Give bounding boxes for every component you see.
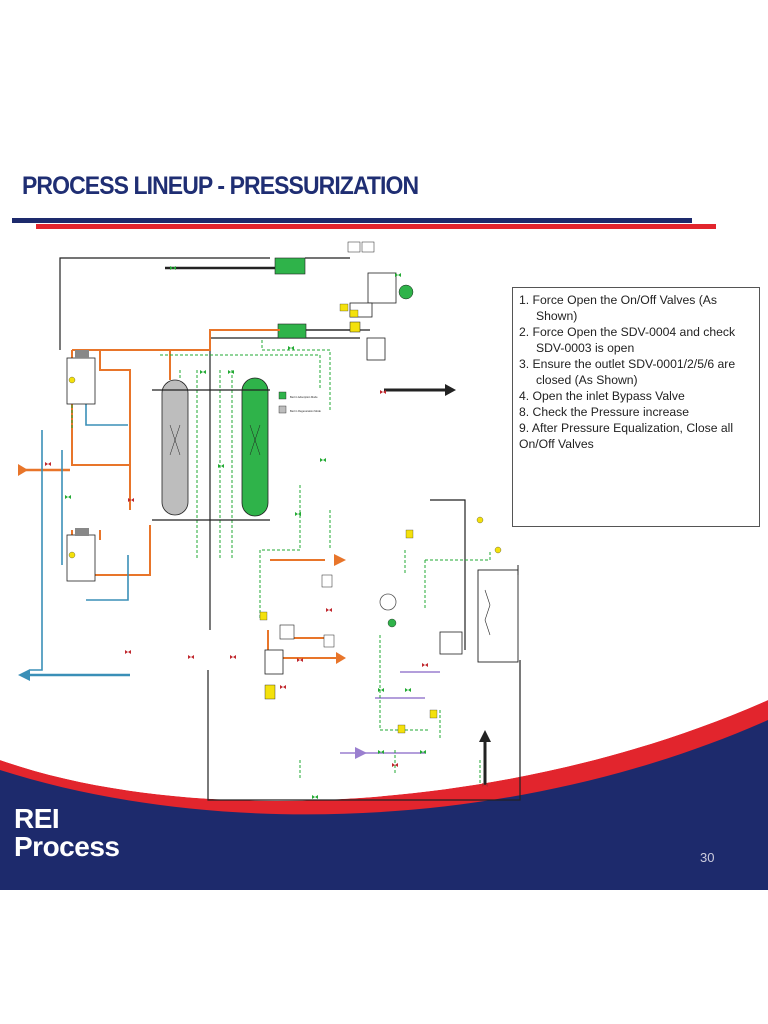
valves <box>45 266 488 799</box>
legend-swatch-regeneration <box>278 405 287 414</box>
dashed-lines <box>71 340 491 785</box>
footer-swoosh-navy <box>0 720 768 890</box>
procedure-steps-box: 1. Force Open the On/Off Valves (As Show… <box>512 287 760 527</box>
page-title: PROCESS LINEUP - PRESSURIZATION <box>22 172 419 200</box>
heat-exchanger-1 <box>274 257 306 275</box>
step-item: 8. Check the Pressure increase <box>519 405 690 419</box>
instrument-indicators <box>68 303 502 734</box>
title-underline-navy <box>12 218 692 223</box>
step-item: 4. Open the inlet Bypass Valve <box>519 389 685 403</box>
logo-line-1: REI <box>14 803 60 834</box>
heat-exchanger-2 <box>277 323 307 339</box>
bed-adsorption-vessel <box>241 377 269 517</box>
logo-line-2: Process <box>14 831 120 862</box>
step-item: 2. Force Open the SDV-0004 and check SDV… <box>519 325 736 355</box>
step-item: 3. Ensure the outlet SDV-0001/2/5/6 are … <box>519 357 736 387</box>
legend-swatch-adsorption <box>278 391 287 400</box>
page-number: 30 <box>700 850 715 865</box>
step-item: 9. After Pressure Equalization, Close al… <box>519 421 734 451</box>
hot-lines <box>71 329 340 659</box>
process-piping <box>59 257 521 801</box>
slide: PROCESS LINEUP - PRESSURIZATION <box>0 150 768 890</box>
process-flow-diagram: Bed in Adsorption Mode Bed in Regenerati… <box>0 241 768 890</box>
title-underline-red <box>36 224 716 229</box>
purple-lines <box>340 671 440 754</box>
cool-lines <box>30 380 129 671</box>
step-item: 1. Force Open the On/Off Valves (As Show… <box>519 293 718 323</box>
legend-regeneration-label: Bed in Regeneration Mode <box>290 409 321 413</box>
company-logo: REI Process <box>14 803 120 862</box>
legend-adsorption-label: Bed in Adsorption Mode <box>290 395 318 399</box>
bed-regeneration-vessel <box>161 379 189 516</box>
